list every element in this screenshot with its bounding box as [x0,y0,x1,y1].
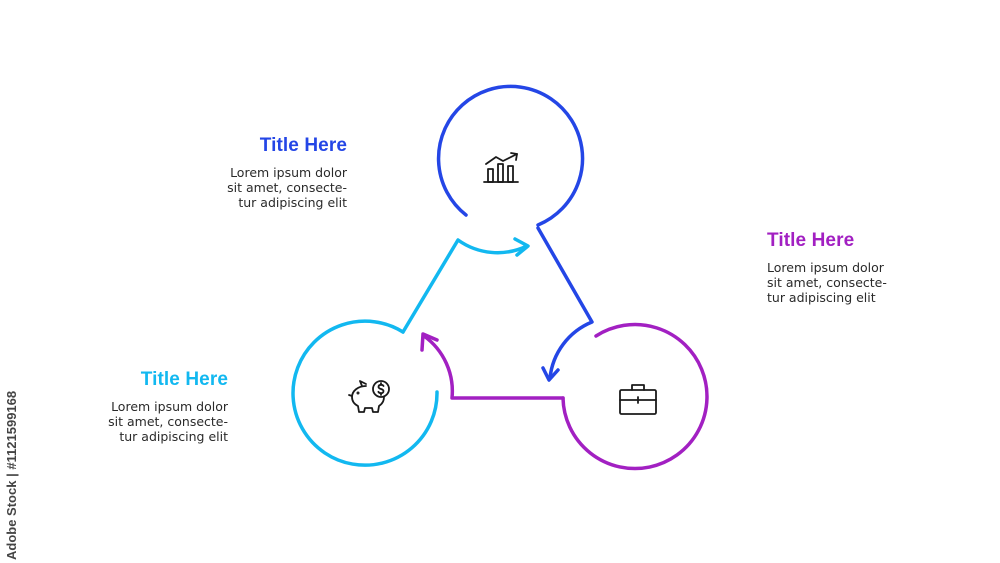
cyan-step [291,237,530,467]
cyan-circle [291,319,439,467]
cyan-arrowhead [513,237,530,257]
briefcase-icon [619,384,657,415]
purple-arrowhead [420,332,439,352]
cyan-description: Lorem ipsum dolor sit amet, consecte- tu… [108,399,228,444]
purple-circle [561,322,709,471]
cyan-connector [401,238,529,334]
cyan-text-block: Title Here Lorem ipsum dolor sit amet, c… [28,369,228,444]
piggy-bank-dollar-icon [348,380,390,413]
purple-description: Lorem ipsum dolor sit amet, consecte- tu… [767,260,887,305]
cyan-title: Title Here [140,369,228,390]
blue-text-block: Title Here Lorem ipsum dolor sit amet, c… [147,135,347,210]
blue-description: Lorem ipsum dolor sit amet, consecte- tu… [227,165,347,210]
blue-step [436,84,594,382]
bar-chart-growth-icon [483,152,519,183]
purple-connector [422,334,565,400]
blue-connector [536,226,594,380]
blue-title: Title Here [259,135,347,156]
blue-arrowhead [541,366,560,382]
purple-text-block: Title Here Lorem ipsum dolor sit amet, c… [767,230,967,305]
blue-circle [436,84,585,227]
purple-title: Title Here [767,230,855,251]
stock-watermark: Adobe Stock | #1121599168 [4,390,19,560]
purple-step [420,322,709,471]
